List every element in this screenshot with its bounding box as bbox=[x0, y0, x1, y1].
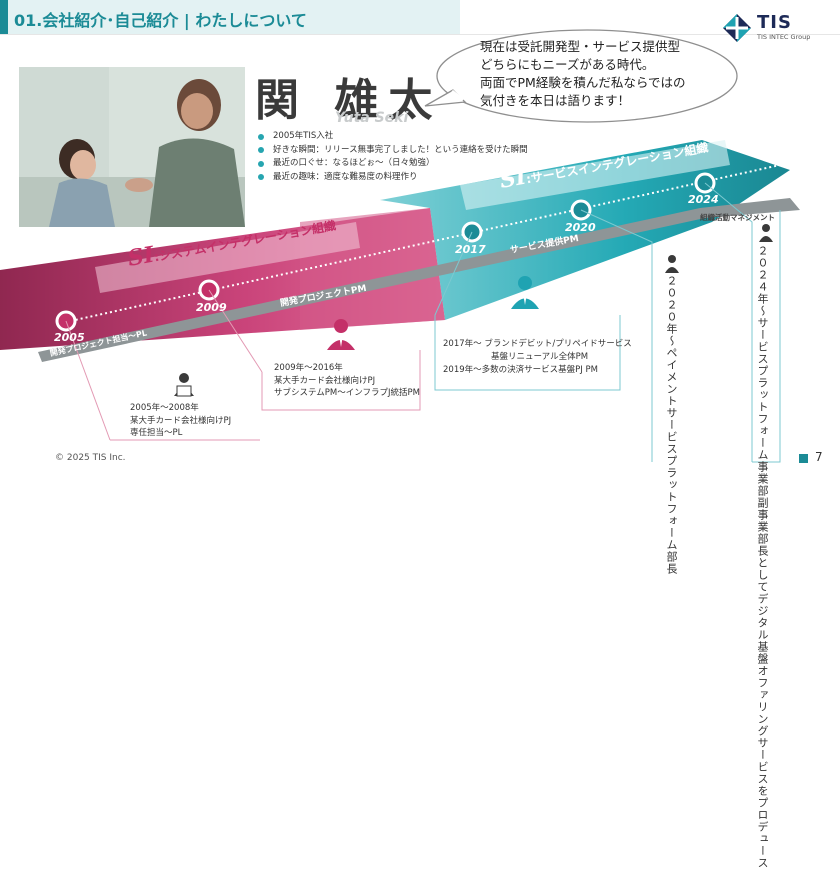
tis-diamond-logo-icon bbox=[723, 14, 751, 42]
callout-2005: 2005年～2008年 某大手カード会社様向けPJ 専任担当～PL bbox=[130, 403, 232, 438]
page-number: 7 bbox=[815, 450, 823, 464]
person-2024-icon bbox=[759, 224, 773, 242]
callout-2017: 2017年～ ブランドデビット/プリペイドサービス 基盤リニューアル全体PM 2… bbox=[443, 339, 632, 375]
callout-2020: ２０２０年～ペイメントサービスプラットフォーム部長 bbox=[665, 275, 678, 575]
profile-bullets: 2005年TIS入社 好きな瞬間：リリース無事完了しました！という連絡を受けた瞬… bbox=[258, 130, 528, 184]
callout-2024: ２０２４年～サービスプラットフォーム事業部副事業部長としてデジタル基盤オファリン… bbox=[756, 245, 769, 869]
profile-name-en: Yuta Seki bbox=[335, 110, 409, 126]
manager-person-icon-teal bbox=[511, 276, 539, 309]
profile-photo bbox=[19, 67, 245, 227]
bubble-line: 両面でPM経験を積んだ私ならではの bbox=[480, 75, 686, 90]
bubble-line: 気付きを本日は語ります！ bbox=[480, 93, 631, 108]
page-marker bbox=[799, 454, 808, 463]
logo-name: TIS bbox=[757, 12, 792, 33]
title-rule bbox=[0, 34, 840, 35]
laptop-person-icon bbox=[174, 373, 194, 397]
copyright: © 2025 TIS Inc. bbox=[55, 453, 126, 463]
bullet-item: 2005年TIS入社 bbox=[258, 130, 528, 144]
profile-name: 関 雄太 bbox=[255, 75, 443, 126]
year-2005: 2005 bbox=[54, 331, 85, 344]
speech-bubble-text: 現在は受託開発型・サービス提供型 どちらにもニーズがある時代。 両面でPM経験を… bbox=[480, 38, 685, 110]
photo-illustration bbox=[19, 67, 245, 227]
bullet-item: 好きな瞬間：リリース無事完了しました！という連絡を受けた瞬間 bbox=[258, 144, 528, 158]
speech-bubble bbox=[424, 29, 738, 123]
bullet-item: 最近の口ぐせ：なるほどぉ～（日々勉強） bbox=[258, 157, 528, 171]
career-timeline-arrow bbox=[0, 140, 800, 463]
year-2024: 2024 bbox=[688, 193, 719, 206]
year-2009: 2009 bbox=[196, 301, 227, 314]
page-title: 01.会社紹介･自己紹介 | わたしについて bbox=[14, 11, 307, 30]
year-2017: 2017 bbox=[455, 243, 486, 256]
title-bar: 01.会社紹介･自己紹介 | わたしについて bbox=[0, 0, 460, 34]
year-2020: 2020 bbox=[565, 221, 596, 234]
role-org-mgmt: 組織活動マネジメント bbox=[700, 213, 775, 222]
person-2020-icon bbox=[665, 255, 679, 273]
logo-group: TIS INTEC Group bbox=[757, 33, 811, 41]
manager-person-icon bbox=[327, 319, 355, 350]
bubble-line: どちらにもニーズがある時代。 bbox=[480, 57, 655, 72]
tis-logo: TIS TIS INTEC Group bbox=[723, 12, 833, 48]
title-accent bbox=[0, 0, 8, 34]
callout-2009: 2009年～2016年 某大手カード会社様向けPJ サブシステムPM～インフラプ… bbox=[274, 363, 420, 398]
bullet-item: 最近の趣味：適度な難易度の料理作り bbox=[258, 171, 528, 185]
bubble-line: 現在は受託開発型・サービス提供型 bbox=[480, 39, 681, 54]
